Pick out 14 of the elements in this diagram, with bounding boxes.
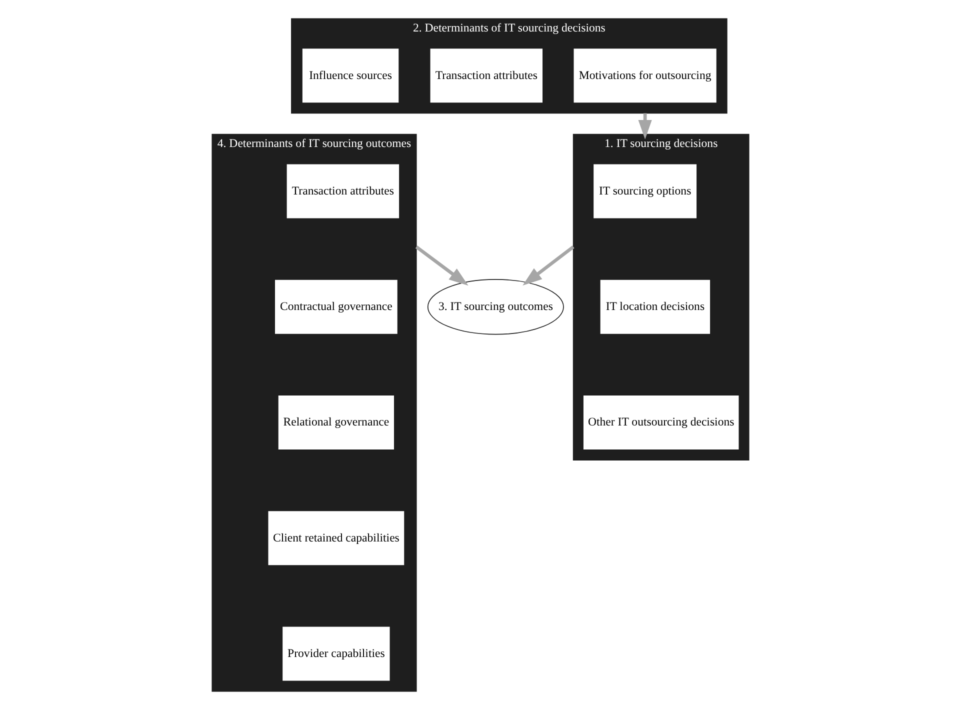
arrow — [415, 246, 468, 286]
node-box: Motivations for outsourcing — [572, 48, 718, 104]
node-box: Contractual governance — [274, 279, 398, 335]
node-ellipse: 3. IT sourcing outcomes — [427, 279, 564, 335]
node-box: Transaction attributes — [286, 163, 400, 220]
node-box: Other IT outsourcing decisions — [582, 394, 740, 450]
node-box: Influence sources — [302, 48, 400, 104]
arrow — [522, 245, 574, 286]
node-box: IT sourcing options — [592, 163, 698, 220]
node-box: Relational governance — [278, 394, 395, 450]
node-box: Client retained capabilities — [267, 510, 405, 566]
node-box: IT location decisions — [600, 279, 711, 335]
node-box: Provider capabilities — [282, 626, 391, 682]
node-box: Transaction attributes — [429, 48, 544, 104]
